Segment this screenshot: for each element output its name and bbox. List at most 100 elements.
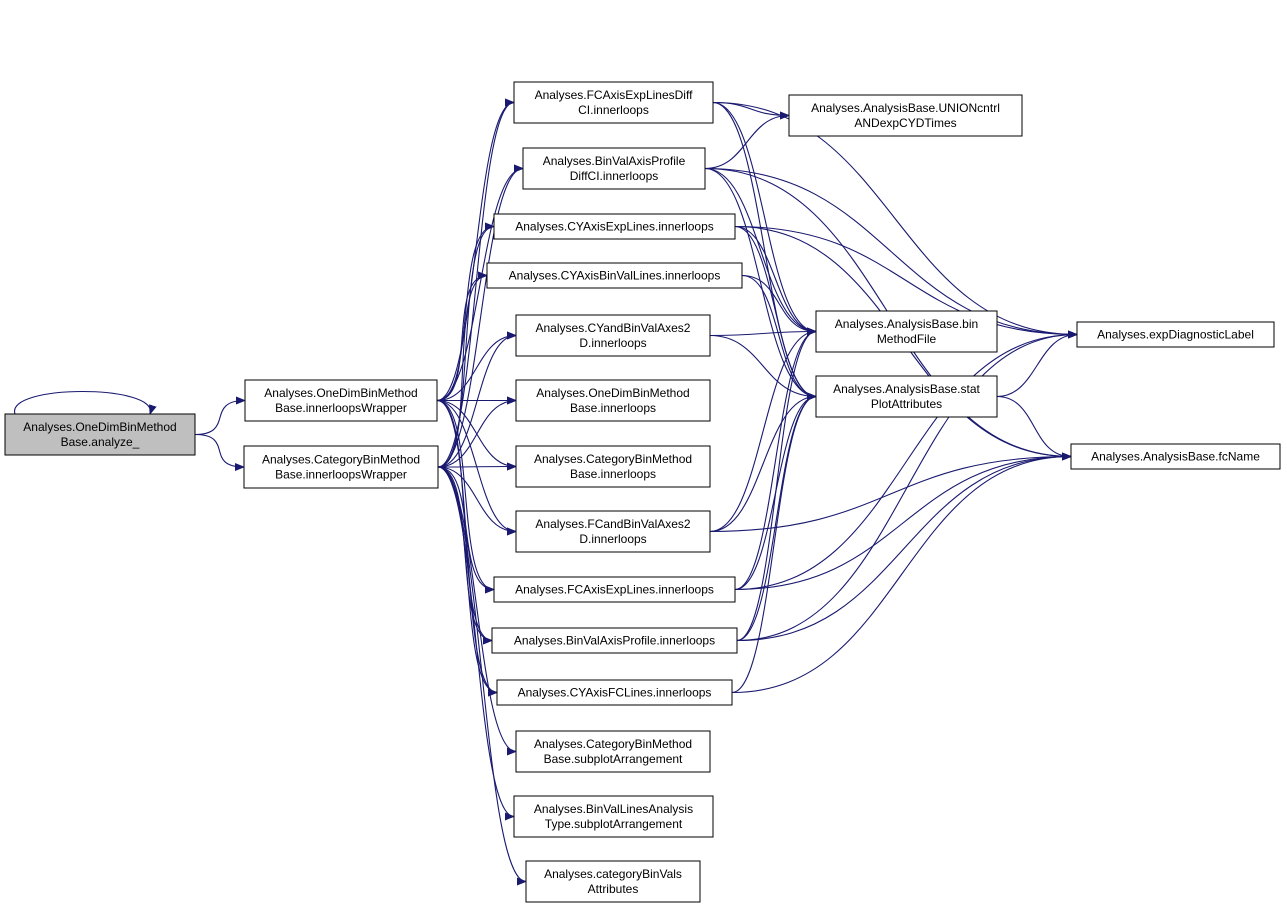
node-cyFC[interactable]: Analyses.CYAxisFCLines.innerloops [496, 679, 733, 706]
node-cbWrap[interactable]: Analyses.CategoryBinMethodBase.innerloop… [243, 445, 439, 489]
edge-path [709, 392, 817, 533]
node-bvProf[interactable]: Analyses.BinValAxisProfile.innerloops [491, 627, 738, 654]
node-box [515, 314, 711, 357]
edge-cbWrap-to-fcExp [437, 466, 495, 594]
edge-path [734, 225, 817, 336]
edge-odWrap-to-fcExp [436, 399, 495, 594]
node-cyExp[interactable]: Analyses.CYAxisExpLines.innerloops [493, 213, 736, 240]
edge-path [704, 167, 817, 336]
node-cbInner[interactable]: Analyses.CategoryBinMethodBase.innerloop… [515, 445, 711, 488]
node-label-line: CI.innerloops [578, 103, 649, 117]
node-box [815, 310, 998, 353]
edge-path [436, 98, 515, 402]
edge-path [712, 101, 790, 120]
node-label-line: Analyses.CYandBinValAxes2 [536, 321, 691, 335]
edge-cyBin-to-stat [741, 274, 817, 401]
node-label-line: Analyses.CYAxisExpLines.innerloops [515, 220, 714, 234]
node-label-line: MethodFile [877, 332, 937, 346]
edge-path [709, 327, 817, 533]
node-cyBin[interactable]: Analyses.CYAxisBinValLines.innerloops [486, 262, 743, 289]
edge-path [437, 462, 517, 471]
node-label-line: Analyses.AnalysisBase.bin [835, 317, 978, 331]
edge-analyze-to-analyze [14, 391, 157, 415]
edge-fcDiff-to-binMF [712, 101, 817, 336]
edge-path [704, 167, 817, 401]
node-label-line: Analyses.CategoryBinMethod [534, 452, 692, 466]
node-fcName[interactable]: Analyses.AnalysisBase.fcName [1070, 443, 1281, 470]
edge-fcand-to-binMF [709, 327, 817, 533]
edge-cyFC-to-stat [731, 392, 817, 694]
edge-bvProf-to-binMF [736, 327, 817, 642]
node-odWrap[interactable]: Analyses.OneDimBinMethodBase.innerloopsW… [244, 379, 438, 422]
edge-path [437, 271, 488, 468]
edge-path [736, 327, 817, 642]
node-expDiag[interactable]: Analyses.expDiagnosticLabel [1076, 321, 1275, 348]
edge-stat-to-expDiag [996, 330, 1078, 398]
node-label-line: Base.subplotArrangement [544, 752, 683, 766]
node-box [515, 510, 711, 553]
edge-cbWrap-to-cbSub [437, 466, 517, 756]
edge-path [712, 101, 817, 336]
node-label-line: D.innerloops [579, 532, 646, 546]
edge-bvDiff-to-union [704, 111, 790, 170]
node-label-line: Analyses.CYAxisFCLines.innerloops [518, 686, 712, 700]
node-label-line: Analyses.categoryBinVals [544, 867, 682, 881]
edge-path [437, 331, 517, 468]
node-label-line: Analyses.OneDimBinMethod [536, 386, 689, 400]
edge-odWrap-to-fcand [436, 399, 517, 536]
node-label-line: Type.subplotArrangement [545, 817, 683, 831]
edge-cyand-to-binMF [709, 327, 817, 337]
edge-path [704, 111, 790, 170]
edge-path [437, 98, 515, 468]
node-bvlSub[interactable]: Analyses.BinValLinesAnalysisType.subplot… [513, 795, 714, 838]
edge-bvDiff-to-expDiag [704, 167, 1078, 339]
edge-path [437, 466, 517, 756]
edge-odWrap-to-cyBin [436, 271, 488, 402]
node-label-line: Base.innerloops [570, 467, 656, 481]
edge-fcDiff-to-expDiag [712, 101, 1078, 339]
edge-path [731, 392, 817, 694]
edge-fcExp-to-binMF [734, 327, 817, 591]
node-label-line: Analyses.BinValAxisProfile.innerloops [514, 634, 715, 648]
edge-cyBin-to-binMF [741, 274, 817, 336]
edge-path [436, 399, 495, 594]
node-box [491, 627, 738, 654]
node-box [1070, 443, 1281, 470]
edge-fcDiff-to-stat [712, 101, 817, 401]
node-box [788, 94, 1023, 137]
node-fcExp[interactable]: Analyses.FCAxisExpLines.innerloops [493, 576, 736, 603]
edge-cyand-to-stat [709, 334, 817, 401]
edge-fcand-to-stat [709, 392, 817, 533]
edge-path [437, 466, 517, 536]
edge-path [741, 274, 817, 336]
edge-cyExp-to-binMF [734, 225, 817, 336]
edge-fcExp-to-expDiag [734, 330, 1078, 591]
node-label-line: Attributes [588, 882, 639, 896]
edge-path [996, 330, 1078, 398]
edge-cbWrap-to-fcDiff [437, 98, 515, 468]
edge-path [741, 274, 817, 401]
node-label-line: Analyses.BinValLinesAnalysis [534, 802, 693, 816]
edge-bvProf-to-fcName [736, 452, 1072, 642]
node-box [513, 81, 714, 124]
edge-cbWrap-to-catAttr [437, 466, 527, 886]
node-box [493, 576, 736, 603]
node-box [525, 860, 701, 903]
node-union[interactable]: Analyses.AnalysisBase.UNIONcntrlANDexpCY… [788, 94, 1023, 137]
node-bvDiff[interactable]: Analyses.BinValAxisProfileDiffCI.innerlo… [522, 147, 706, 190]
edge-bvDiff-to-binMF [704, 167, 817, 336]
node-label-line: Analyses.FCAxisExpLinesDiff [535, 88, 694, 102]
node-cbSub[interactable]: Analyses.CategoryBinMethodBase.subplotAr… [515, 730, 711, 773]
node-label-line: Base.innerloopsWrapper [275, 401, 407, 415]
edge-path [736, 330, 1078, 642]
